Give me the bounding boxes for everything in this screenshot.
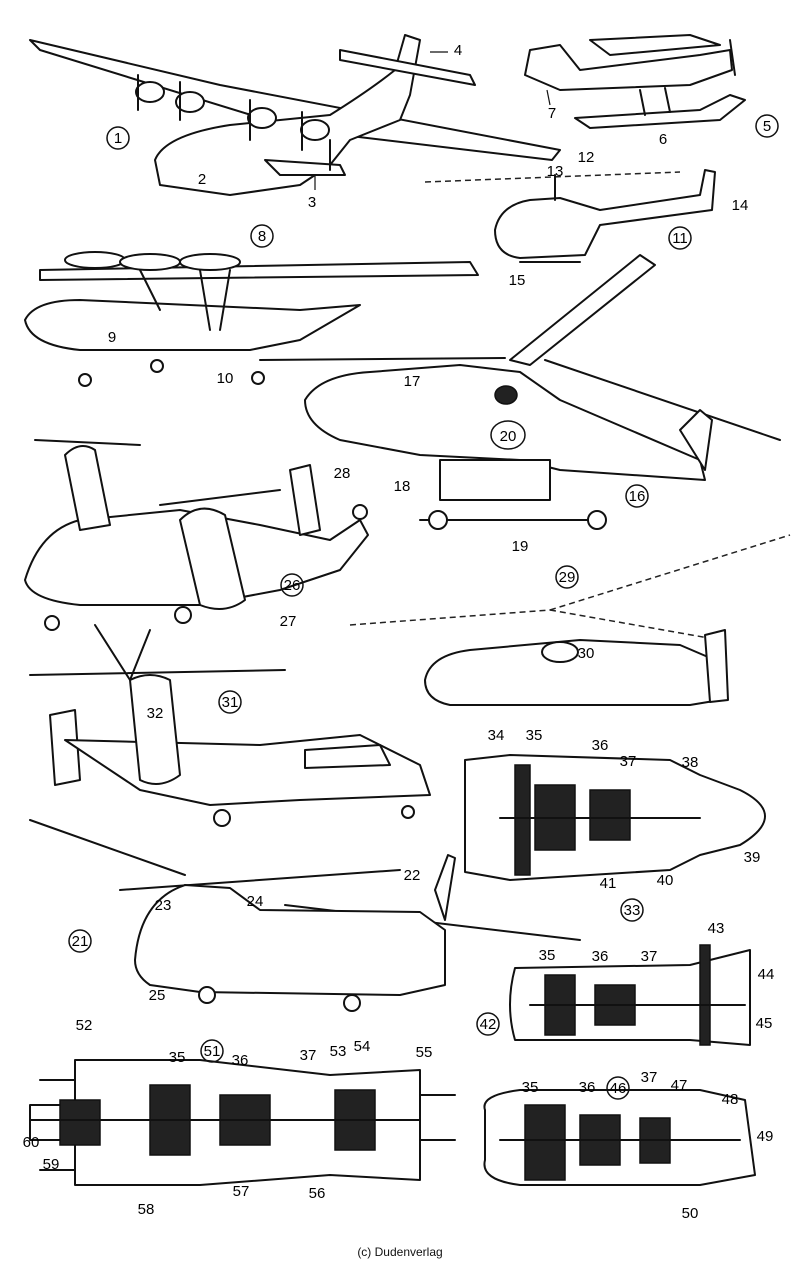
tandem-rotor-transport-drawing	[24, 439, 369, 631]
label-35-a: 35	[526, 727, 543, 744]
label-36-b: 36	[592, 948, 609, 965]
label-36-a: 36	[592, 737, 609, 754]
callout-29: 29	[555, 565, 579, 589]
label-43: 43	[708, 920, 725, 937]
label-35-d: 35	[522, 1079, 539, 1096]
label-53: 53	[330, 1043, 347, 1060]
callout-46: 46	[606, 1076, 630, 1100]
label-48: 48	[722, 1091, 739, 1108]
svg-text:29: 29	[559, 569, 576, 586]
svg-text:26: 26	[284, 577, 301, 594]
label-37-a: 37	[620, 753, 637, 770]
label-44: 44	[758, 966, 775, 983]
callout-33: 33	[620, 898, 644, 922]
svg-text:51: 51	[204, 1043, 221, 1060]
label-32: 32	[147, 705, 164, 722]
label-25: 25	[149, 987, 166, 1004]
label-24: 24	[247, 893, 264, 910]
svg-text:46: 46	[610, 1080, 627, 1097]
label-55: 55	[416, 1044, 433, 1061]
floatplane-drawing	[524, 34, 746, 129]
label-28: 28	[334, 465, 351, 482]
label-59: 59	[43, 1156, 60, 1173]
label-13: 13	[547, 163, 564, 180]
callout-1: 1	[106, 126, 130, 150]
svg-text:31: 31	[222, 694, 239, 711]
label-60: 60	[23, 1134, 40, 1151]
aft-fan-engine-drawing	[509, 944, 751, 1046]
label-45: 45	[756, 1015, 773, 1032]
callout-16: 16	[625, 484, 649, 508]
svg-text:20: 20	[500, 428, 517, 445]
callout-26: 26	[280, 573, 304, 597]
light-helicopter-drawing	[424, 169, 716, 263]
label-3: 3	[308, 194, 316, 211]
label-30: 30	[578, 645, 595, 662]
callout-42: 42	[476, 1012, 500, 1036]
label-15: 15	[509, 272, 526, 289]
svg-text:21: 21	[72, 933, 89, 950]
heavy-crane-helicopter-drawing	[259, 254, 781, 530]
label-37-b: 37	[641, 948, 658, 965]
flying-boat-drawing	[29, 34, 561, 196]
label-52: 52	[76, 1017, 93, 1034]
label-57: 57	[233, 1183, 250, 1200]
label-50: 50	[682, 1205, 699, 1222]
label-54: 54	[354, 1038, 371, 1055]
callout-21: 21	[68, 929, 92, 953]
svg-text:33: 33	[624, 902, 641, 919]
tandem-rotor-helicopter-drawing	[29, 819, 581, 1012]
label-22: 22	[404, 867, 421, 884]
svg-text:42: 42	[480, 1016, 497, 1033]
label-10: 10	[217, 370, 234, 387]
label-35-c: 35	[169, 1049, 186, 1066]
label-38: 38	[682, 754, 699, 771]
label-47: 47	[671, 1077, 688, 1094]
label-4: 4	[454, 42, 462, 59]
label-7: 7	[548, 105, 556, 122]
label-23: 23	[155, 897, 172, 914]
label-12: 12	[578, 149, 595, 166]
label-36-c: 36	[232, 1052, 249, 1069]
label-56: 56	[309, 1185, 326, 1202]
svg-text:5: 5	[763, 118, 771, 135]
label-49: 49	[757, 1128, 774, 1145]
callout-51: 51	[200, 1039, 224, 1063]
compound-helicopter-drawing	[349, 534, 791, 706]
label-37-d: 37	[641, 1069, 658, 1086]
svg-text:16: 16	[629, 488, 646, 505]
label-36-d: 36	[579, 1079, 596, 1096]
svg-text:8: 8	[258, 228, 266, 245]
label-17: 17	[404, 373, 421, 390]
callout-31: 31	[218, 690, 242, 714]
turbofan-cutaway-drawing	[464, 754, 766, 881]
svg-text:1: 1	[114, 130, 122, 147]
label-6: 6	[659, 131, 667, 148]
callout-11: 11	[668, 226, 692, 250]
callout-5: 5	[755, 114, 779, 138]
callout-8: 8	[250, 224, 274, 248]
label-19: 19	[512, 538, 529, 555]
label-2: 2	[198, 171, 206, 188]
label-14: 14	[732, 197, 749, 214]
label-58: 58	[138, 1201, 155, 1218]
label-35-b: 35	[539, 947, 556, 964]
svg-text:11: 11	[672, 230, 688, 247]
copyright-credit: (c) Dudenverlag	[357, 1245, 443, 1259]
turboprop-cutaway-drawing	[29, 1059, 456, 1186]
multi-engine-seaplane-drawing	[24, 251, 479, 387]
callout-20: 20	[490, 420, 526, 450]
label-34: 34	[488, 727, 505, 744]
label-18: 18	[394, 478, 411, 495]
tiltrotor-drawing	[29, 624, 431, 827]
label-40: 40	[657, 872, 674, 889]
label-37-c: 37	[300, 1047, 317, 1064]
label-27: 27	[280, 613, 297, 630]
high-bypass-engine-drawing	[483, 1089, 756, 1186]
label-9: 9	[108, 329, 116, 346]
label-39: 39	[744, 849, 761, 866]
label-41: 41	[600, 875, 617, 892]
